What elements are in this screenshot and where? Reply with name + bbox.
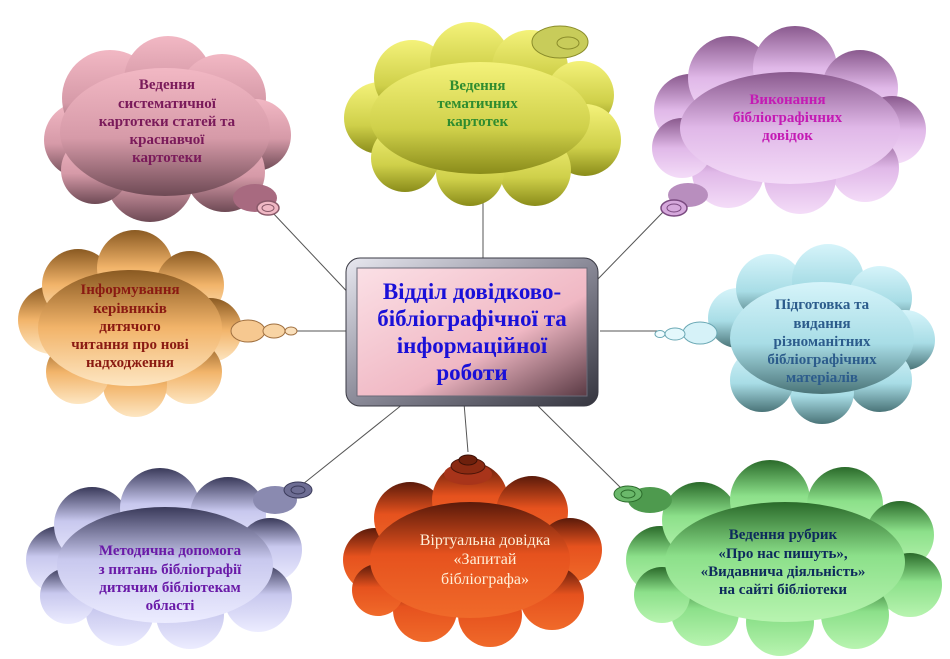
cloud-thematic-catalogs	[344, 22, 621, 206]
center-title: Відділ довідково- бібліографічної та інф…	[377, 278, 567, 386]
systematic-catalog-label: Ведення систематичної картотеки статей т…	[98, 77, 236, 167]
cloud-virtual-inquiry	[343, 454, 602, 647]
connector-line	[297, 399, 409, 489]
methodical-help-label: Методична допомога з питань бібліографії…	[98, 543, 242, 615]
connector-line	[271, 211, 356, 301]
cloud-rubrics	[613, 460, 942, 656]
cloud-systematic-catalog	[44, 36, 291, 222]
connector-lines	[271, 195, 666, 493]
connector-line	[463, 402, 469, 453]
cloud-informing-leaders	[18, 230, 298, 417]
preparing-materials-label: Підготовка та видання різноманітних бібл…	[767, 297, 877, 387]
cloud-methodical-help	[26, 468, 313, 649]
virtual-inquiry-label: Віртуальна довідка «Запитай бібліографа»	[419, 531, 551, 588]
rubrics-label: Ведення рубрик «Про нас пишуть», «Видавн…	[700, 527, 866, 599]
connector-line	[534, 402, 626, 493]
cloud-bibliographic-inquiries	[652, 26, 926, 217]
thematic-catalogs-label: Ведення тематичних картотек	[437, 77, 518, 131]
center-box	[345, 257, 599, 407]
informing-leaders-label: Інформування керівників дитячого читання…	[71, 282, 189, 372]
cloud-preparing-materials	[654, 244, 935, 424]
bibliographic-inquiries-label: Виконання бібліографічних довідок	[732, 91, 843, 145]
connector-line	[596, 209, 666, 281]
